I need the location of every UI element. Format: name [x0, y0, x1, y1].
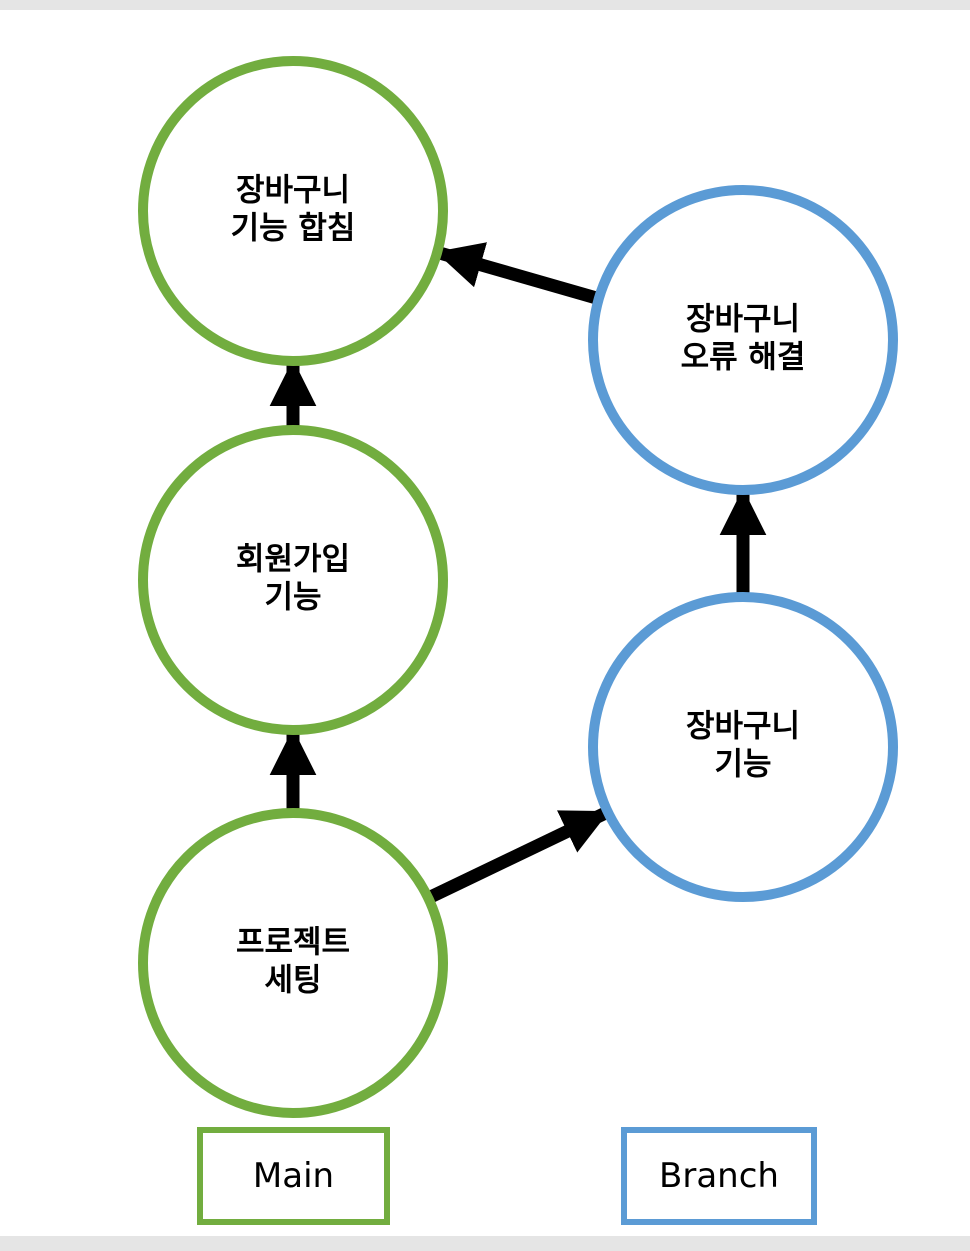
legend-branch-label: Branch	[659, 1156, 779, 1196]
arrow-branch_fix-to-main_merge	[435, 242, 598, 305]
node-label-line-1: 장바구니	[686, 709, 800, 745]
legend-main-label: Main	[252, 1156, 335, 1196]
node-circle	[138, 425, 448, 735]
node-label-line-1: 장바구니	[686, 302, 800, 338]
node-circle	[138, 808, 448, 1118]
node-label-line-1: 프로젝트	[236, 925, 350, 961]
node-label-line-2: 기능 합침	[231, 211, 356, 247]
legend-main: Main	[197, 1127, 390, 1225]
node-label-line-2: 기능	[714, 747, 771, 783]
node-label-line-2: 세팅	[264, 963, 321, 999]
node-label-line-2: 기능	[264, 580, 321, 616]
node-label-line-2: 오류 해결	[681, 340, 806, 376]
node-label-line-1: 장바구니	[236, 173, 350, 209]
arrow-main_setup-to-branch_cart	[428, 807, 610, 903]
node-circle	[588, 592, 898, 902]
node-label-line-1: 회원가입	[236, 542, 350, 578]
node-circle	[588, 185, 898, 495]
legend-branch: Branch	[621, 1127, 817, 1225]
node-circle	[138, 56, 448, 366]
